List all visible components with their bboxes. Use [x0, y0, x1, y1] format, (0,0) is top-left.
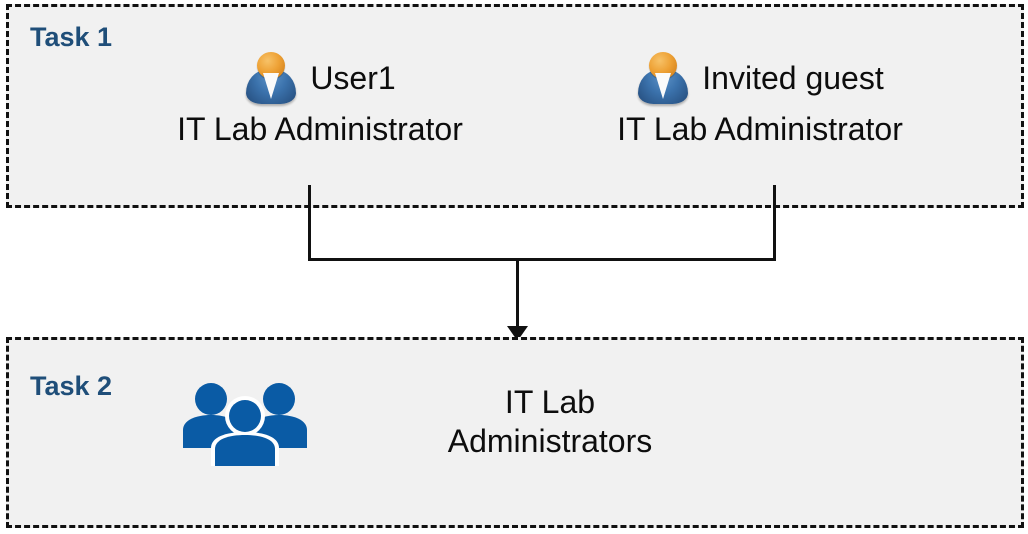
group-name-line-1: IT Lab	[504, 383, 596, 420]
user-icon	[636, 52, 690, 104]
user-icon	[244, 52, 298, 104]
task-2-label: Task 2	[30, 371, 113, 401]
person-header-user1: User1	[140, 52, 500, 104]
group-entry: IT Lab Administrators	[180, 378, 920, 466]
task-2-container	[6, 337, 1024, 528]
person-entry-invited-guest: Invited guest IT Lab Administrator	[570, 52, 950, 148]
group-name-line-2: Administrators	[447, 423, 653, 459]
group-name: IT Lab Administrators	[400, 383, 700, 461]
person-header-invited-guest: Invited guest	[570, 52, 950, 104]
person-entry-user1: User1 IT Lab Administrator	[140, 52, 500, 148]
group-of-people-icon	[183, 383, 307, 466]
person-role-invited-guest: IT Lab Administrator	[617, 111, 903, 147]
task-1-label: Task 1	[30, 22, 113, 52]
task-1-container	[6, 4, 1024, 208]
person-name-user1: User1	[310, 60, 396, 96]
user-icon-collar	[655, 73, 672, 99]
person-name-invited-guest: Invited guest	[702, 60, 884, 96]
user-icon-collar	[263, 73, 280, 99]
person-role-user1: IT Lab Administrator	[177, 111, 463, 147]
